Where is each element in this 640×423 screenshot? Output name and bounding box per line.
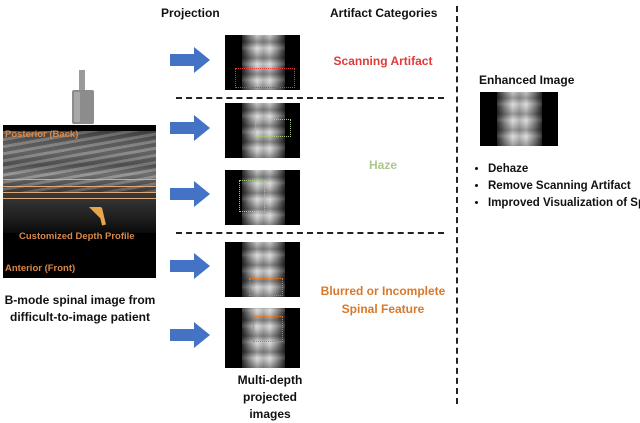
enhanced-image-header: Enhanced Image [479, 73, 575, 87]
depth-profile-label: Customized Depth Profile [19, 231, 135, 242]
depth-profile-arrow-icon [89, 207, 106, 226]
bmode-caption-line2: difficult-to-image patient [10, 310, 150, 324]
category-haze: Haze [368, 158, 397, 172]
projected-image-3 [225, 170, 300, 225]
haze-box-1 [255, 119, 291, 137]
bullet-remove-scanning-artifact: Remove Scanning Artifact [488, 178, 640, 195]
projection-arrow-1 [170, 47, 210, 73]
projected-image-5 [225, 308, 300, 368]
projected-image-4 [225, 242, 300, 297]
projection-header: Projection [161, 6, 220, 20]
vertical-separator [456, 6, 458, 404]
category-blurred: Blurred or Incomplete Spinal Feature [308, 282, 458, 318]
projected-image-1 [225, 35, 300, 90]
bullet-dehaze: Dehaze [488, 161, 640, 178]
bmode-caption: B-mode spinal image from difficult-to-im… [0, 292, 160, 326]
scanning-artifact-box [235, 68, 295, 88]
enhancement-list: Dehaze Remove Scanning Artifact Improved… [462, 161, 640, 212]
projected-images-caption: Multi-depth projected images [225, 372, 315, 423]
separator-top [176, 97, 444, 99]
blurred-box-1 [249, 278, 283, 296]
projection-arrow-2 [170, 115, 210, 141]
blurred-box-2 [253, 316, 283, 342]
projected-image-2 [225, 103, 300, 158]
posterior-label: Posterior (Back) [5, 129, 79, 140]
projected-caption-line2: projected images [242, 390, 297, 421]
anterior-label: Anterior (Front) [5, 263, 76, 274]
separator-middle [176, 232, 444, 234]
artifact-categories-header: Artifact Categories [330, 6, 438, 20]
ultrasound-probe-icon [72, 70, 94, 124]
enhanced-image [480, 92, 558, 146]
projection-arrow-5 [170, 322, 210, 348]
bmode-caption-line1: B-mode spinal image from [4, 293, 156, 307]
category-scanning-artifact: Scanning Artifact [333, 54, 433, 68]
projection-arrow-4 [170, 253, 210, 279]
category-blurred-line2: Spinal Feature [341, 302, 425, 316]
bullet-improved-visualization: Improved Visualization of Spine [488, 195, 640, 212]
projected-caption-line1: Multi-depth [237, 373, 303, 387]
category-blurred-line1: Blurred or Incomplete [320, 284, 446, 298]
haze-box-2 [239, 180, 265, 212]
projection-arrow-3 [170, 181, 210, 207]
bmode-image: Posterior (Back) Customized Depth Profil… [3, 125, 156, 278]
